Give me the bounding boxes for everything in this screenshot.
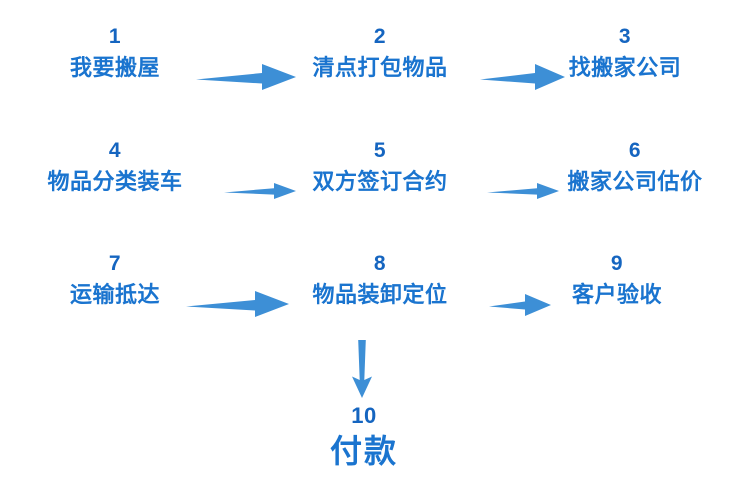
flow-step-5[interactable]: 5 双方签订合约 xyxy=(312,140,447,193)
step-number: 9 xyxy=(610,252,624,275)
flow-step-9[interactable]: 9 客户验收 xyxy=(572,253,662,306)
step-label: 付款 xyxy=(329,433,399,469)
step-label: 双方签订合约 xyxy=(312,169,448,194)
step-number: 3 xyxy=(618,25,632,48)
step-label: 物品装卸定位 xyxy=(312,282,448,307)
flow-step-1[interactable]: 1 我要搬屋 xyxy=(70,26,160,79)
arrow-8-to-9 xyxy=(489,292,551,318)
step-number: 7 xyxy=(108,252,122,275)
flow-step-8[interactable]: 8 物品装卸定位 xyxy=(312,253,447,306)
step-label: 物品分类装车 xyxy=(47,169,183,194)
arrow-1-to-2 xyxy=(196,62,296,92)
arrow-5-to-6 xyxy=(487,180,559,202)
step-label: 我要搬屋 xyxy=(69,55,161,80)
flow-step-3[interactable]: 3 找搬家公司 xyxy=(569,26,682,79)
arrow-4-to-5 xyxy=(224,180,296,202)
step-number: 4 xyxy=(108,139,122,162)
flow-step-4[interactable]: 4 物品分类装车 xyxy=(47,140,182,193)
arrow-2-to-3 xyxy=(480,62,565,92)
step-label: 运输抵达 xyxy=(69,282,161,307)
flow-step-10[interactable]: 10 付款 xyxy=(329,403,399,469)
flow-step-6[interactable]: 6 搬家公司估价 xyxy=(567,140,702,193)
step-number: 8 xyxy=(373,252,387,275)
step-label: 搬家公司估价 xyxy=(567,169,703,194)
step-label: 找搬家公司 xyxy=(568,55,682,80)
step-label: 清点打包物品 xyxy=(312,55,448,80)
step-number: 10 xyxy=(351,403,377,428)
step-number: 2 xyxy=(373,25,387,48)
flow-step-2[interactable]: 2 清点打包物品 xyxy=(312,26,447,79)
arrow-7-to-8 xyxy=(186,289,289,319)
step-number: 5 xyxy=(373,139,387,162)
step-number: 6 xyxy=(628,139,642,162)
step-label: 客户验收 xyxy=(571,282,663,307)
step-number: 1 xyxy=(108,25,122,48)
arrow-8-to-10 xyxy=(344,340,380,398)
flow-step-7[interactable]: 7 运输抵达 xyxy=(70,253,160,306)
